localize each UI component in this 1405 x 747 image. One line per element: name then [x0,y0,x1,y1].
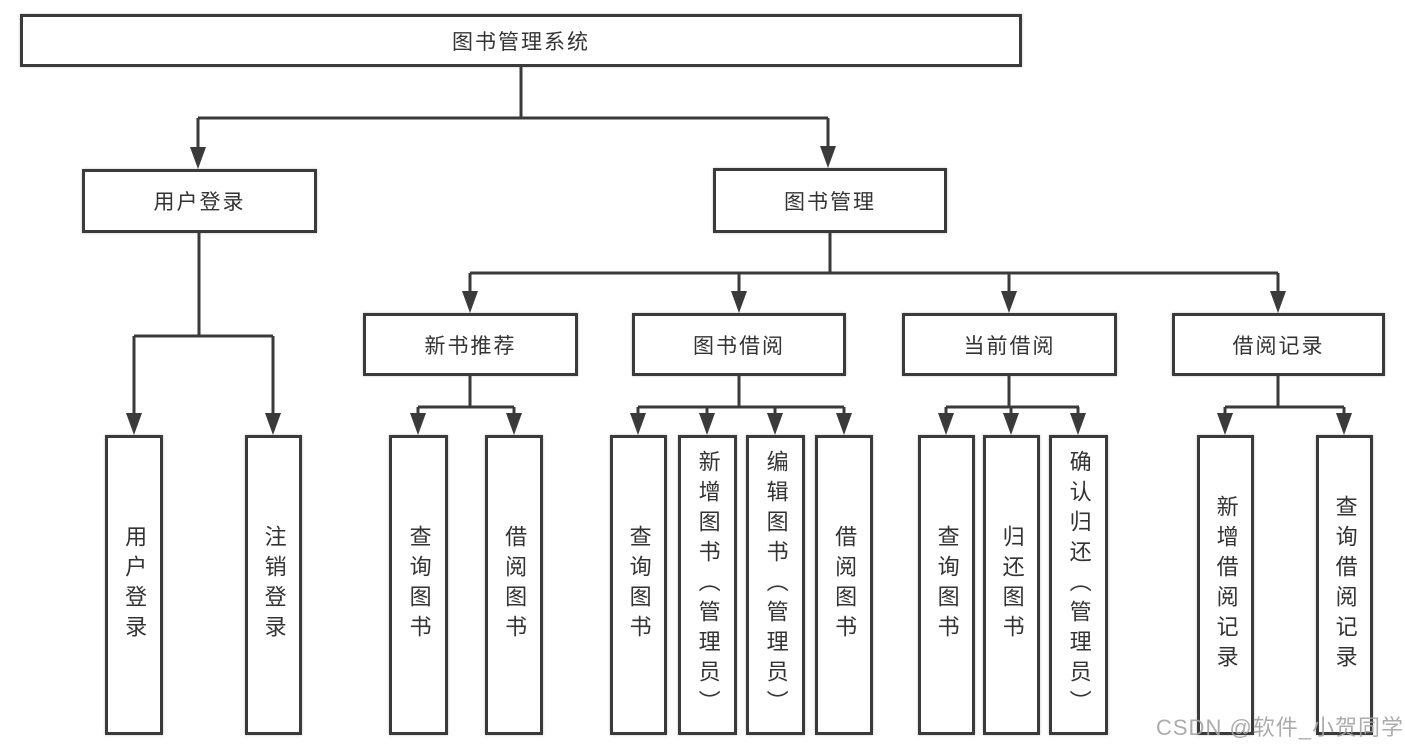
leaf-return-books-label: 归还图书 [999,525,1025,645]
leaf-borrow-books-recommend: 借阅图书 [485,435,543,735]
node-borrowing-records: 借阅记录 [1172,313,1385,376]
leaf-user-login: 用户登录 [105,435,163,735]
leaf-query-borrow-record-label: 查询借阅记录 [1332,495,1358,675]
leaf-add-borrow-record-label: 新增借阅记录 [1213,495,1239,675]
leaf-return-books: 归还图书 [983,435,1040,735]
node-new-book-recommendation: 新书推荐 [363,313,578,376]
node-current-borrowing: 当前借阅 [902,313,1117,376]
leaf-borrow-books: 借阅图书 [815,435,873,735]
leaf-logout: 注销登录 [245,435,302,735]
leaf-query-books-recommend: 查询图书 [389,435,448,735]
leaf-query-borrow-record: 查询借阅记录 [1316,435,1373,735]
leaf-borrow-books-label: 借阅图书 [832,525,858,645]
node-library-management-system: 图书管理系统 [20,14,1022,67]
leaf-add-books-admin-label: 新增图书（管理员） [695,450,721,720]
leaf-query-books-recommend-label: 查询图书 [406,525,432,645]
leaf-edit-books-admin-label: 编辑图书（管理员） [763,450,789,720]
leaf-logout-label: 注销登录 [261,525,287,645]
node-user-login: 用户登录 [82,169,317,233]
node-book-management: 图书管理 [713,168,947,233]
leaf-add-borrow-record: 新增借阅记录 [1197,435,1254,735]
leaf-borrow-books-recommend-label: 借阅图书 [502,525,528,645]
node-book-borrowing: 图书借阅 [632,313,846,376]
leaf-query-books-borrowing: 查询图书 [610,435,667,735]
leaf-edit-books-admin: 编辑图书（管理员） [746,435,805,735]
leaf-user-login-label: 用户登录 [122,525,148,645]
leaf-query-books-borrowing-label: 查询图书 [626,525,652,645]
leaf-add-books-admin: 新增图书（管理员） [678,435,737,735]
leaf-query-books-current: 查询图书 [918,435,975,735]
csdn-watermark: CSDN @软件_小贺同学 [1156,715,1405,740]
leaf-query-books-current-label: 查询图书 [934,525,960,645]
leaf-confirm-return-admin: 确认归还（管理员） [1049,435,1108,735]
leaf-confirm-return-admin-label: 确认归还（管理员） [1066,450,1092,720]
